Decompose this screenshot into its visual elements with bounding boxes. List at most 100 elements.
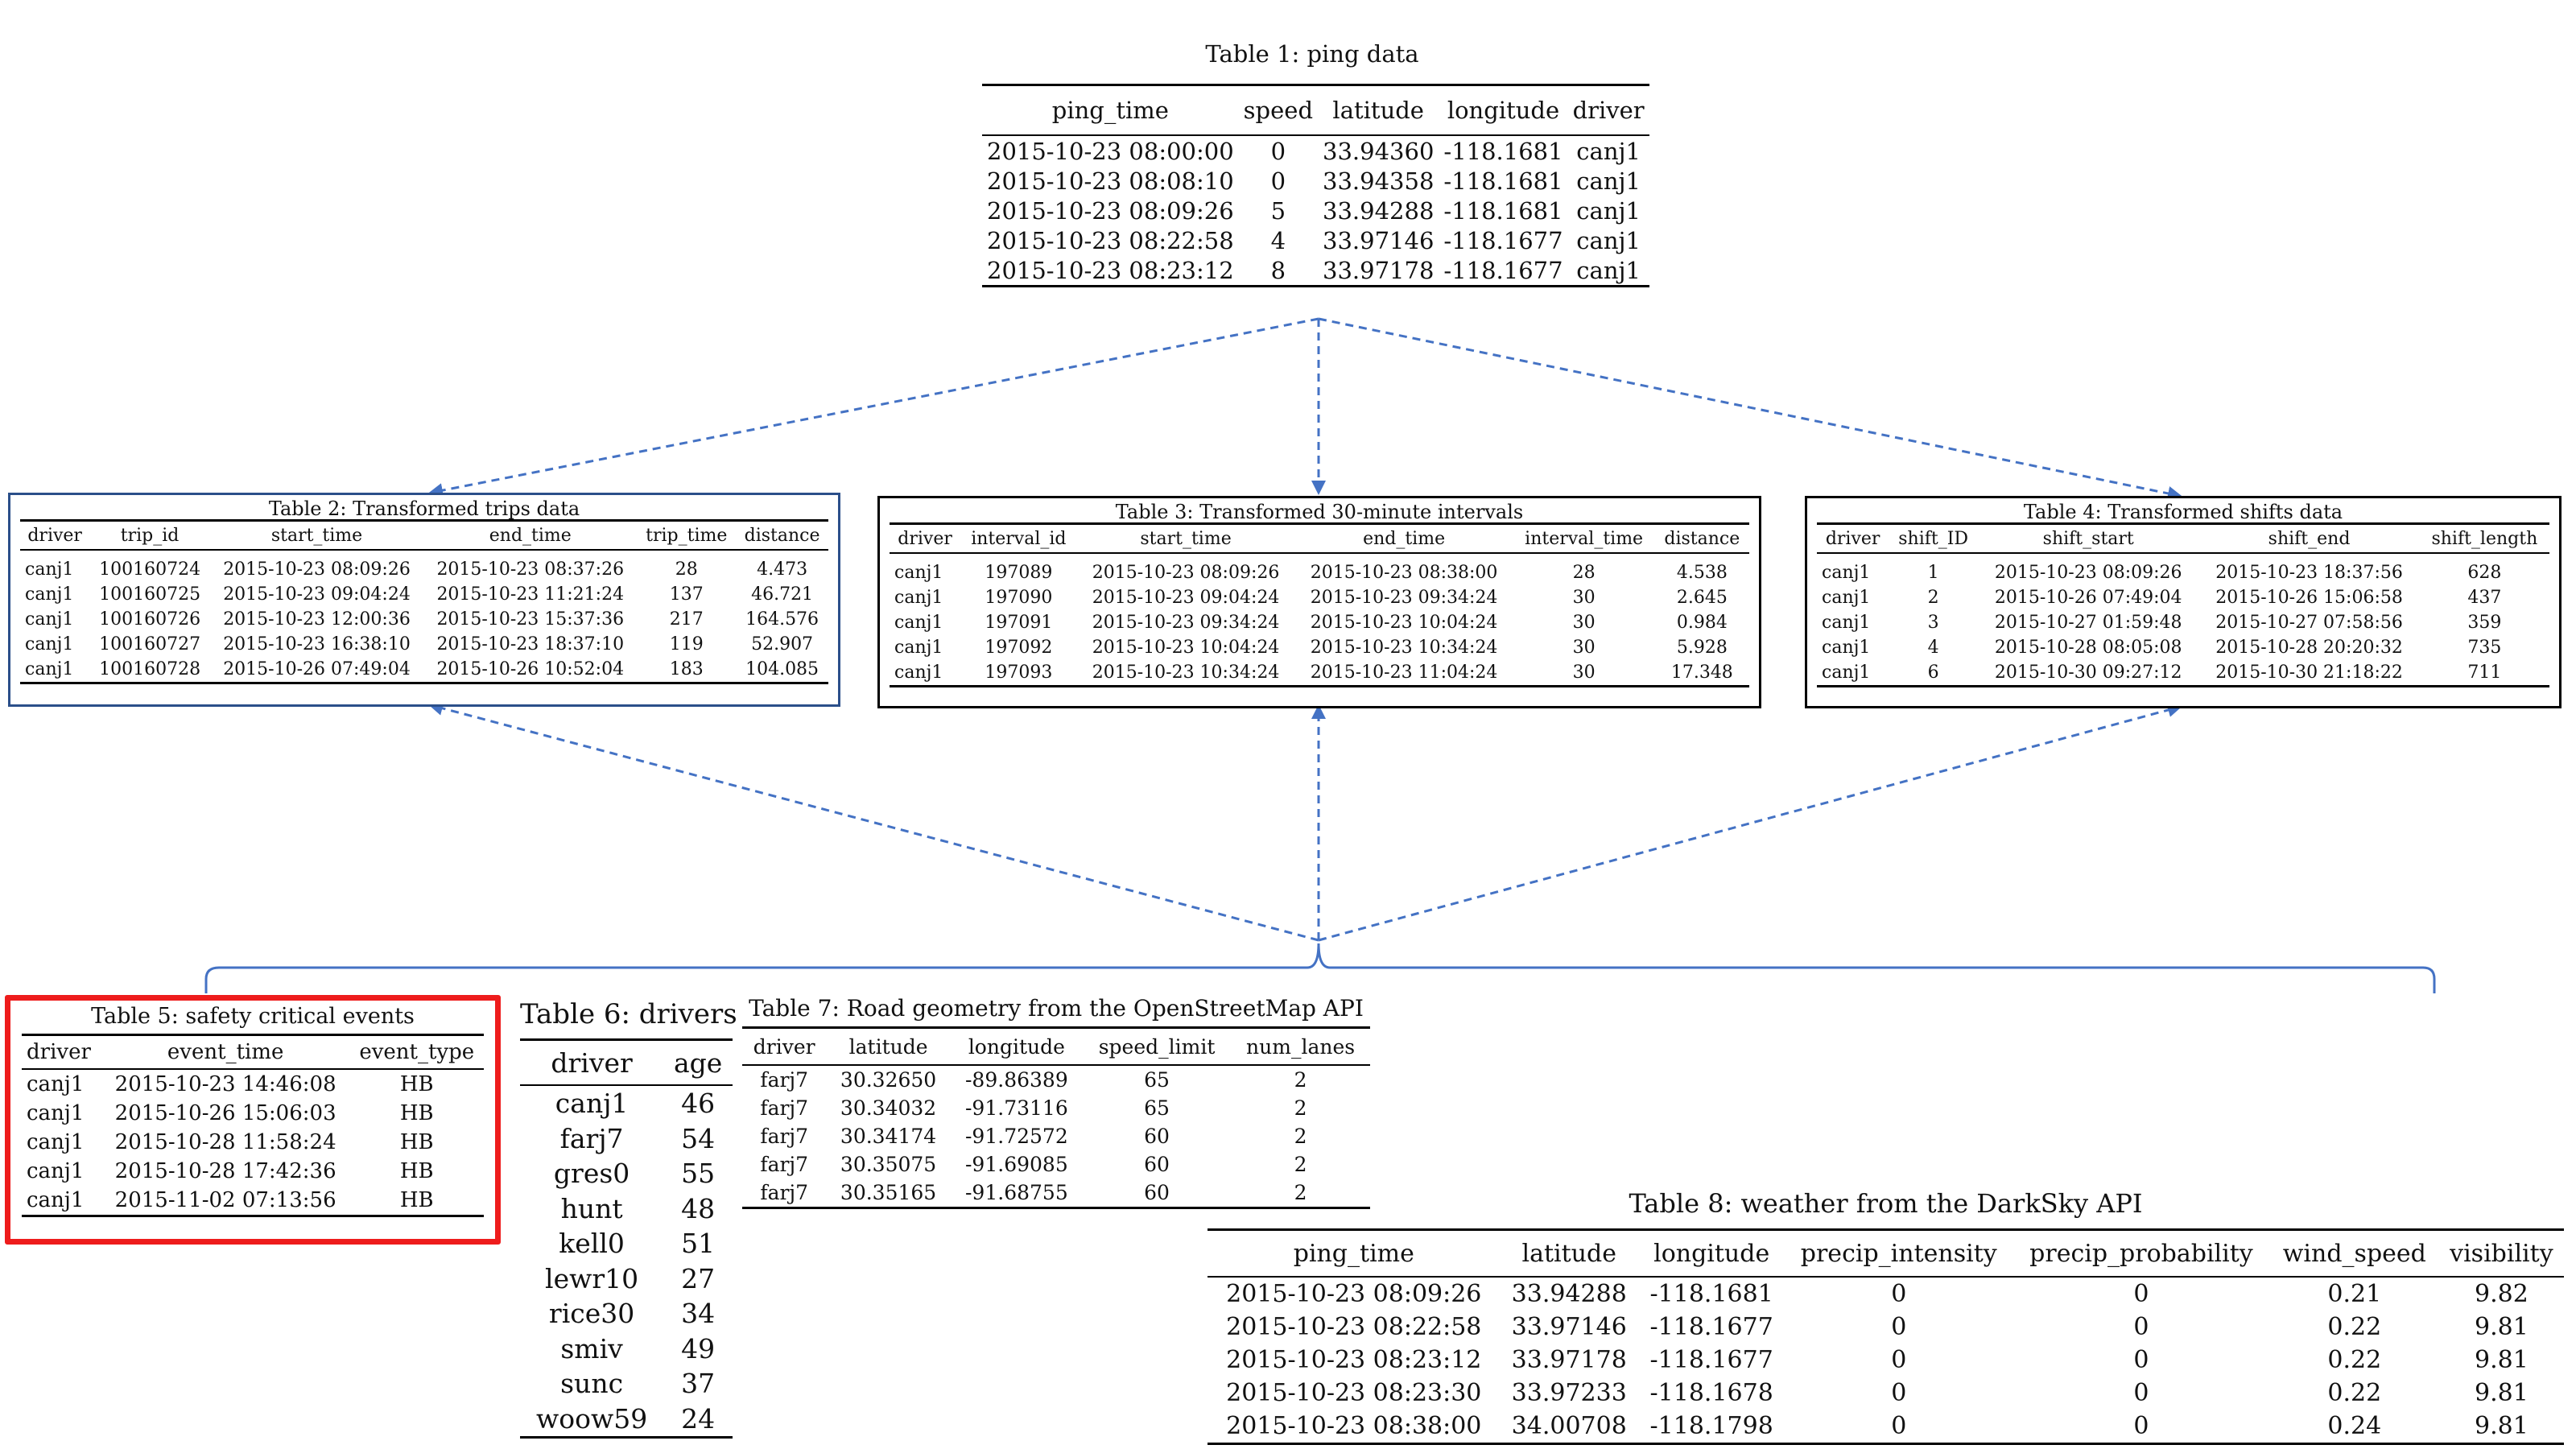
cell: 197091 <box>985 613 1053 633</box>
cell: 30 <box>1572 663 1596 683</box>
cell: 2015-10-23 09:34:24 <box>1092 613 1280 633</box>
cell: 6 <box>1927 663 1939 683</box>
cell: farj7 <box>760 1181 809 1204</box>
cell: 2015-10-23 08:23:30 <box>1226 1379 1482 1407</box>
column-header: shift_start <box>2042 528 2134 549</box>
column-header: longitude <box>1447 97 1560 124</box>
column-header: shift_end <box>2268 528 2351 549</box>
table-30-minute-intervals: Table 3: Transformed 30-minute intervals… <box>877 496 1761 708</box>
cell: -118.1677 <box>1443 226 1563 254</box>
table-ping-data: Table 1: ping data ping_time speed latit… <box>982 40 1649 287</box>
cell: 33.94288 <box>1323 196 1435 225</box>
cell: 100160726 <box>99 609 201 630</box>
cell: 119 <box>669 634 704 654</box>
cell: canj1 <box>27 1130 85 1154</box>
column-header: shift_length <box>2431 528 2538 549</box>
cell: 0 <box>2133 1412 2149 1440</box>
cell: 46 <box>681 1088 716 1120</box>
cell: 33.97178 <box>1511 1346 1627 1374</box>
cell: 2015-10-23 08:08:10 <box>987 167 1234 195</box>
cell: 0 <box>1891 1346 1907 1374</box>
cell: smiv <box>560 1332 623 1364</box>
column-header: driver <box>898 528 952 549</box>
cell: -118.1677 <box>1649 1313 1773 1341</box>
cell: canj1 <box>894 613 943 633</box>
cell: 3 <box>1927 613 1939 633</box>
arrow-bracket-to-t2 <box>428 701 1319 942</box>
cell: -118.1677 <box>1649 1346 1773 1374</box>
column-header: interval_id <box>971 528 1067 549</box>
cell: 52.907 <box>751 634 814 654</box>
cell: 2015-10-27 07:58:56 <box>2215 613 2403 633</box>
cell: -91.72572 <box>964 1125 1068 1148</box>
cell: 2015-10-23 09:04:24 <box>1092 588 1280 608</box>
cell: 2015-10-23 10:04:24 <box>1310 613 1498 633</box>
cell: 2015-10-23 12:00:36 <box>223 609 411 630</box>
cell: 30 <box>1572 638 1596 658</box>
cell: 437 <box>2467 588 2502 608</box>
cell: 8 <box>1270 256 1286 284</box>
column-header: shift_ID <box>1898 528 1969 549</box>
table-caption: Table 8: weather from the DarkSky API <box>1629 1188 2143 1219</box>
cell: canj1 <box>1822 663 1871 683</box>
cell: 33.97178 <box>1323 256 1435 284</box>
cell: 2015-10-30 21:18:22 <box>2215 663 2403 683</box>
cell: 164.576 <box>745 609 819 630</box>
cell: lewr10 <box>545 1262 639 1294</box>
column-header: driver <box>753 1034 815 1059</box>
cell: HB <box>399 1159 434 1183</box>
table-caption: Table 1: ping data <box>1205 40 1419 68</box>
cell: 2015-10-23 08:23:12 <box>1226 1346 1482 1374</box>
cell: 1 <box>1927 563 1939 583</box>
table-shifts-data: Table 4: Transformed shifts data driver … <box>1805 496 2562 708</box>
cell: 33.97146 <box>1323 226 1435 254</box>
cell: canj1 <box>1576 226 1641 254</box>
cell: 100160728 <box>99 659 201 679</box>
cell: 2015-10-23 08:23:12 <box>987 256 1234 284</box>
cell: 2015-10-26 07:49:04 <box>223 659 411 679</box>
cell: -91.73116 <box>964 1096 1068 1120</box>
cell: -118.1678 <box>1649 1379 1773 1407</box>
table-row: canj1 197091 2015-10-23 09:34:24 2015-10-23… <box>890 610 1749 635</box>
cell: 30.34032 <box>840 1096 937 1120</box>
grouping-brace <box>204 943 2436 993</box>
cell: 0 <box>1891 1379 1907 1407</box>
cell: woow59 <box>535 1402 648 1435</box>
table-safety-critical-events: Table 5: safety critical events driver e… <box>5 995 501 1245</box>
cell: 60 <box>1144 1181 1170 1204</box>
cell: -89.86389 <box>964 1068 1068 1092</box>
cell: 2015-10-23 08:09:26 <box>223 559 411 580</box>
cell: canj1 <box>27 1101 85 1125</box>
cell: 55 <box>681 1158 716 1190</box>
column-header: speed <box>1243 97 1314 124</box>
cell: 0 <box>1891 1412 1907 1440</box>
cell: 2015-10-23 10:34:24 <box>1092 663 1280 683</box>
cell: 30.34174 <box>840 1125 937 1148</box>
column-header: start_time <box>270 525 363 546</box>
column-header: trip_time <box>646 525 728 546</box>
column-header: wind_speed <box>2282 1239 2426 1268</box>
cell: kell0 <box>559 1228 625 1260</box>
cell: canj1 <box>1576 137 1641 165</box>
cell: canj1 <box>894 638 943 658</box>
arrow-bracket-to-t4 <box>1318 703 2182 942</box>
cell: 2015-10-23 08:22:58 <box>1226 1313 1482 1341</box>
cell: 24 <box>681 1402 716 1435</box>
column-header: distance <box>1664 528 1740 549</box>
column-header: driver <box>27 525 82 546</box>
cell: 33.97233 <box>1511 1379 1627 1407</box>
